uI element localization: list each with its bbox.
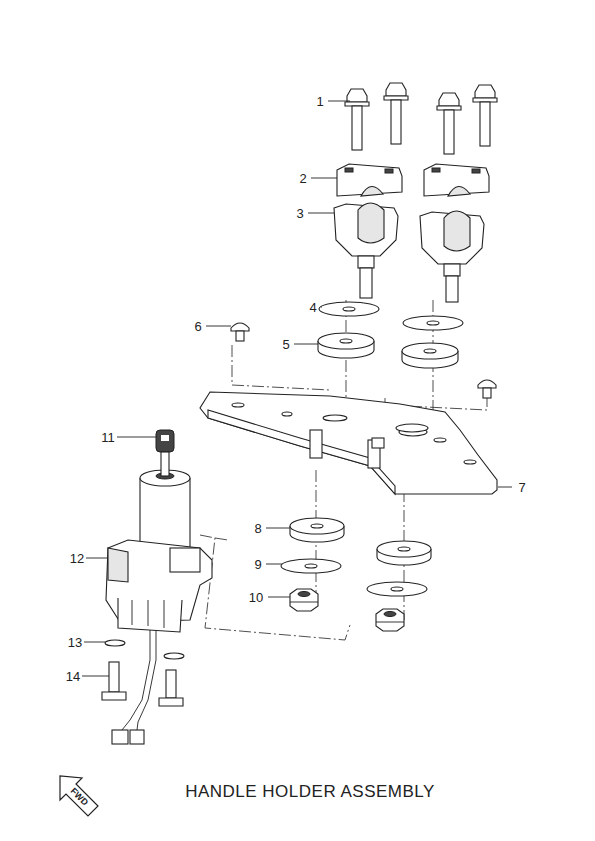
lower-damper [290, 518, 431, 565]
handlebar-riser [334, 203, 484, 302]
washer [319, 302, 463, 330]
upper-clamp [337, 164, 489, 196]
callout-number: 7 [518, 481, 525, 494]
callout-number: 3 [296, 207, 303, 220]
callout-number: 6 [194, 320, 201, 333]
callout-number: 8 [254, 522, 261, 535]
forward-arrow [60, 776, 98, 816]
leader-line [82, 101, 512, 676]
callout-number: 10 [249, 591, 263, 604]
direction-label: FWD [69, 787, 90, 808]
callout-number: 5 [282, 338, 289, 351]
main-switch [106, 470, 212, 632]
callout-number: 2 [299, 172, 306, 185]
callout-number: 11 [101, 431, 115, 444]
handle-holder-plate [200, 392, 497, 494]
pan-bolt [231, 323, 496, 398]
flange-bolt [345, 83, 497, 154]
diagram-title: HANDLE HOLDER ASSEMBLY [185, 783, 435, 800]
lock-nut [290, 589, 404, 631]
switch-lead-wire [112, 630, 156, 744]
callout-number: 1 [316, 95, 323, 108]
callout-number: 12 [70, 552, 84, 565]
ignition-key [156, 430, 174, 476]
callout-number: 9 [254, 558, 261, 571]
rubber-damper [318, 333, 458, 368]
callout-number: 4 [309, 301, 316, 314]
callout-number: 14 [66, 670, 80, 683]
switch-washer [105, 640, 184, 659]
callout-number: 13 [68, 636, 82, 649]
